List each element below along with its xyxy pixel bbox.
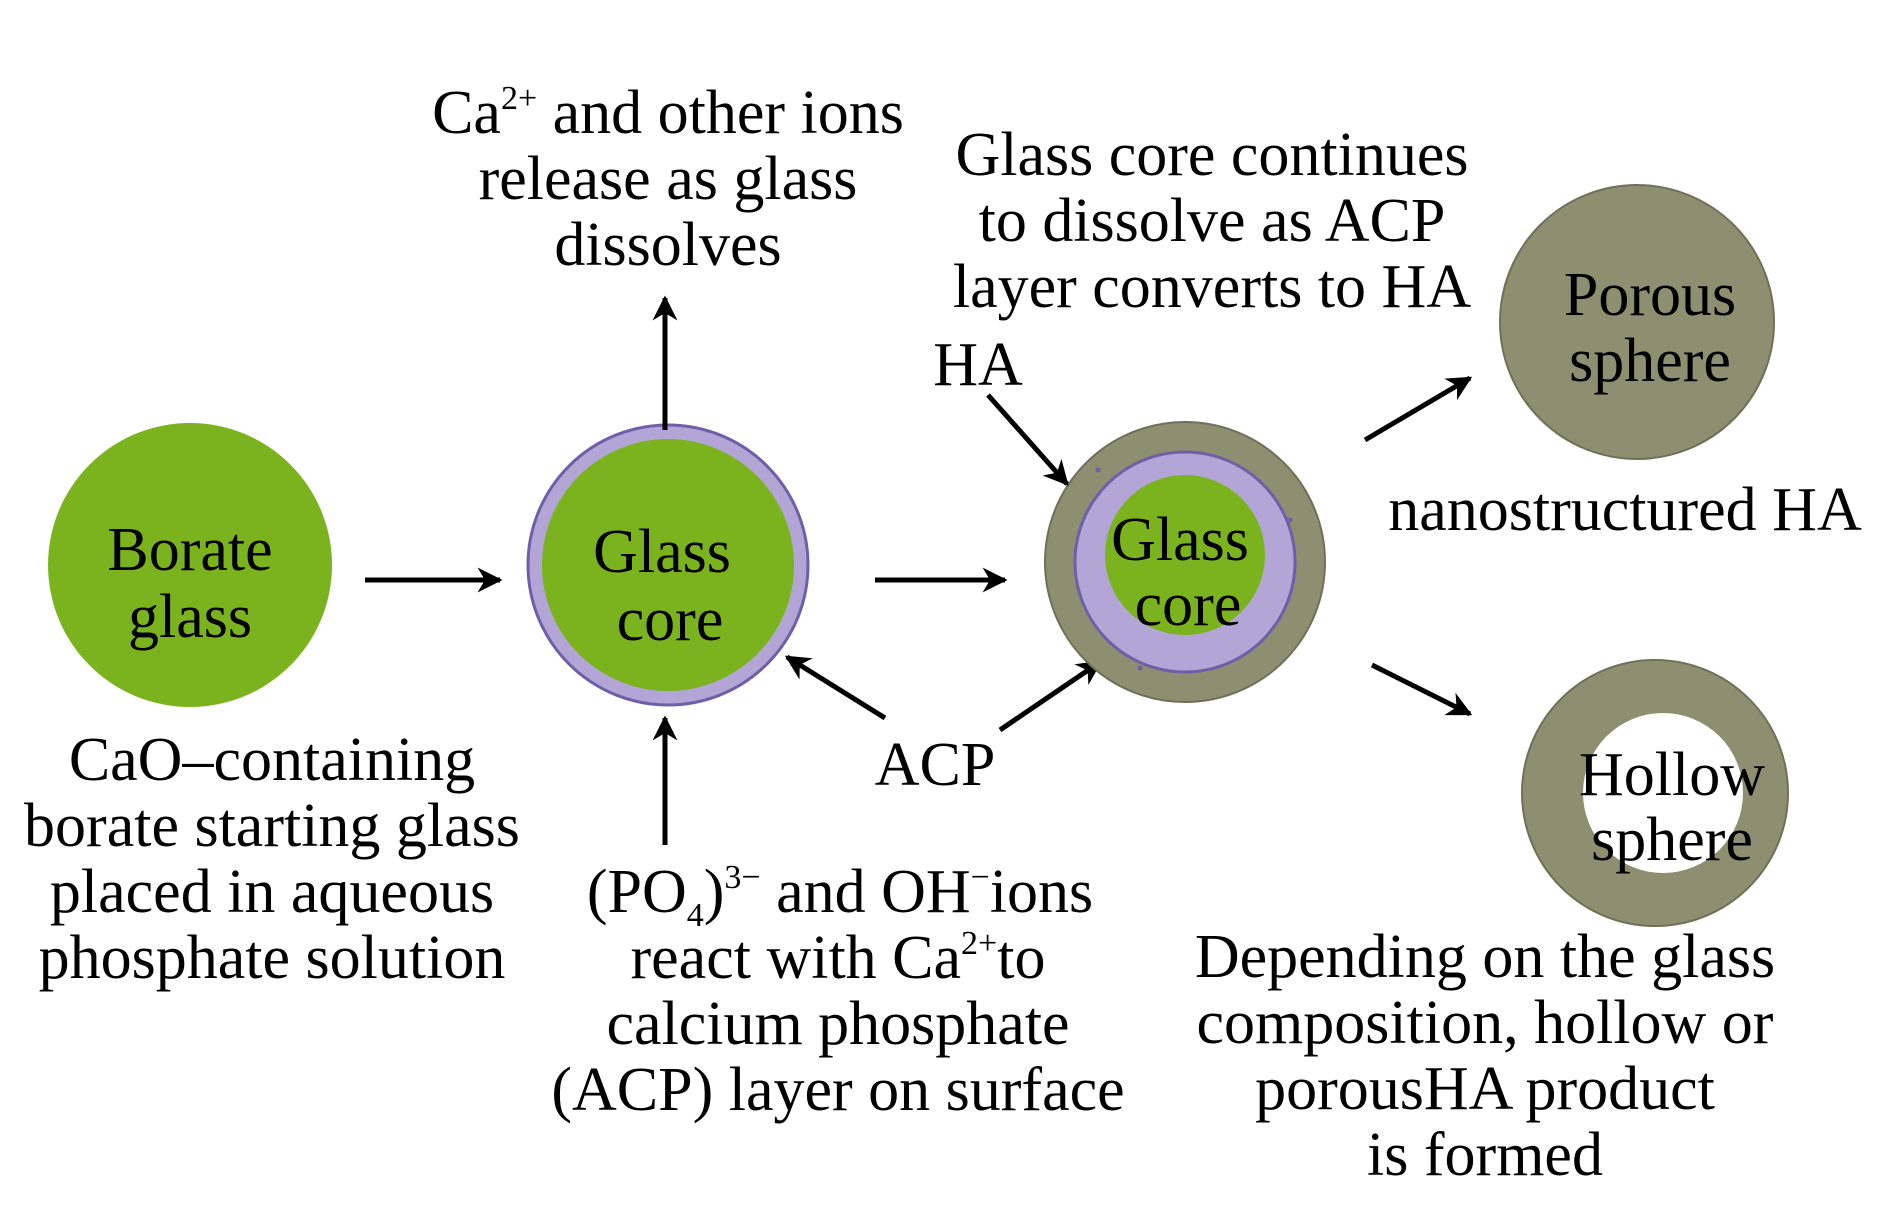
stage3-caption-line1: Glass core continues — [955, 121, 1468, 189]
porous-sphere-label-line2: sphere — [1569, 327, 1731, 395]
stage3-core-label-line2: core — [1135, 571, 1242, 639]
borate-glass-label-line1: Borate — [107, 516, 272, 584]
stage4-caption-line4: is formed — [1367, 1121, 1603, 1189]
stage4-caption-line2: composition, hollow or — [1197, 989, 1774, 1057]
stage1-caption-line4: phosphate solution — [39, 924, 506, 992]
stage2-bottom-caption: (PO4)3− and OH−ions react with Ca2+to ca… — [551, 858, 1124, 1124]
porous-sphere-body — [1499, 184, 1775, 460]
acp-pointer-to-stage3 — [998, 659, 1103, 733]
stage1-caption-line2: borate starting glass — [24, 792, 520, 860]
arrow-to-hollow-sphere — [1370, 662, 1473, 717]
acp-label: ACP — [875, 731, 996, 799]
borate-glass-label-line2: glass — [128, 583, 252, 651]
stage2-bottom-caption-line4: (ACP) layer on surface — [551, 1056, 1124, 1124]
ha-pointer — [986, 393, 1069, 486]
porous-sphere-label-line1: Porous — [1564, 261, 1736, 329]
stage1-caption-line3: placed in aqueous — [50, 858, 494, 926]
stage2-bottom-caption-line3: calcium phosphate — [606, 990, 1069, 1058]
borate-glass-sphere — [48, 423, 332, 707]
stage3-core-acp-ha: Glass core — [1044, 421, 1326, 703]
stage2-top-caption-line1: Ca2+ and other ions — [432, 79, 904, 147]
stage2-core-label-line2: core — [617, 586, 724, 654]
hollow-sphere: Hollow sphere — [1521, 659, 1789, 927]
stage1-borate-glass: Borate glass — [48, 423, 332, 707]
stage2-top-caption: Ca2+ and other ions release as glass dis… — [432, 79, 904, 279]
hollow-sphere-label-line2: sphere — [1591, 806, 1753, 874]
stage4-caption-line3: porousHA product — [1255, 1055, 1715, 1123]
hollow-sphere-cavity — [1583, 713, 1743, 873]
ha-label: HA — [933, 331, 1023, 399]
hollow-sphere-label-line1: Hollow — [1579, 741, 1765, 809]
ha-ring-speck-1 — [1095, 467, 1101, 473]
stage2-bottom-caption-line1: (PO4)3− and OH−ions — [587, 858, 1093, 934]
stage2-glass-core-acp: Glass core — [526, 423, 810, 707]
stage4-bottom-caption: Depending on the glass composition, holl… — [1195, 923, 1775, 1189]
stage4-caption-line1: Depending on the glass — [1195, 923, 1775, 991]
nanostructured-ha-label: nanostructured HA — [1388, 476, 1862, 544]
arrow-to-porous-sphere — [1363, 375, 1473, 443]
stage3-caption-line3: layer converts to HA — [953, 253, 1471, 321]
stage2-top-caption-line2: release as glass — [479, 145, 858, 213]
ha-ring-speck-3 — [1137, 665, 1143, 671]
stage3-caption-line2: to dissolve as ACP — [979, 187, 1446, 255]
stage3-core-label-line1: Glass — [1111, 506, 1249, 574]
stage2-bottom-caption-line2: react with Ca2+to — [631, 924, 1046, 992]
stage2-top-caption-line3: dissolves — [554, 211, 781, 279]
porous-sphere: Porous sphere — [1499, 184, 1775, 460]
stage1-caption-line1: CaO–containing — [69, 726, 475, 794]
glass-core-sphere — [542, 439, 794, 691]
stage3-top-caption: Glass core continues to dissolve as ACP … — [953, 121, 1471, 321]
stage2-core-label-line1: Glass — [593, 518, 731, 586]
acp-pointer-to-stage2 — [784, 654, 887, 721]
stage1-caption: CaO–containing borate starting glass pla… — [24, 726, 520, 992]
stage3-glass-core — [1105, 475, 1265, 635]
